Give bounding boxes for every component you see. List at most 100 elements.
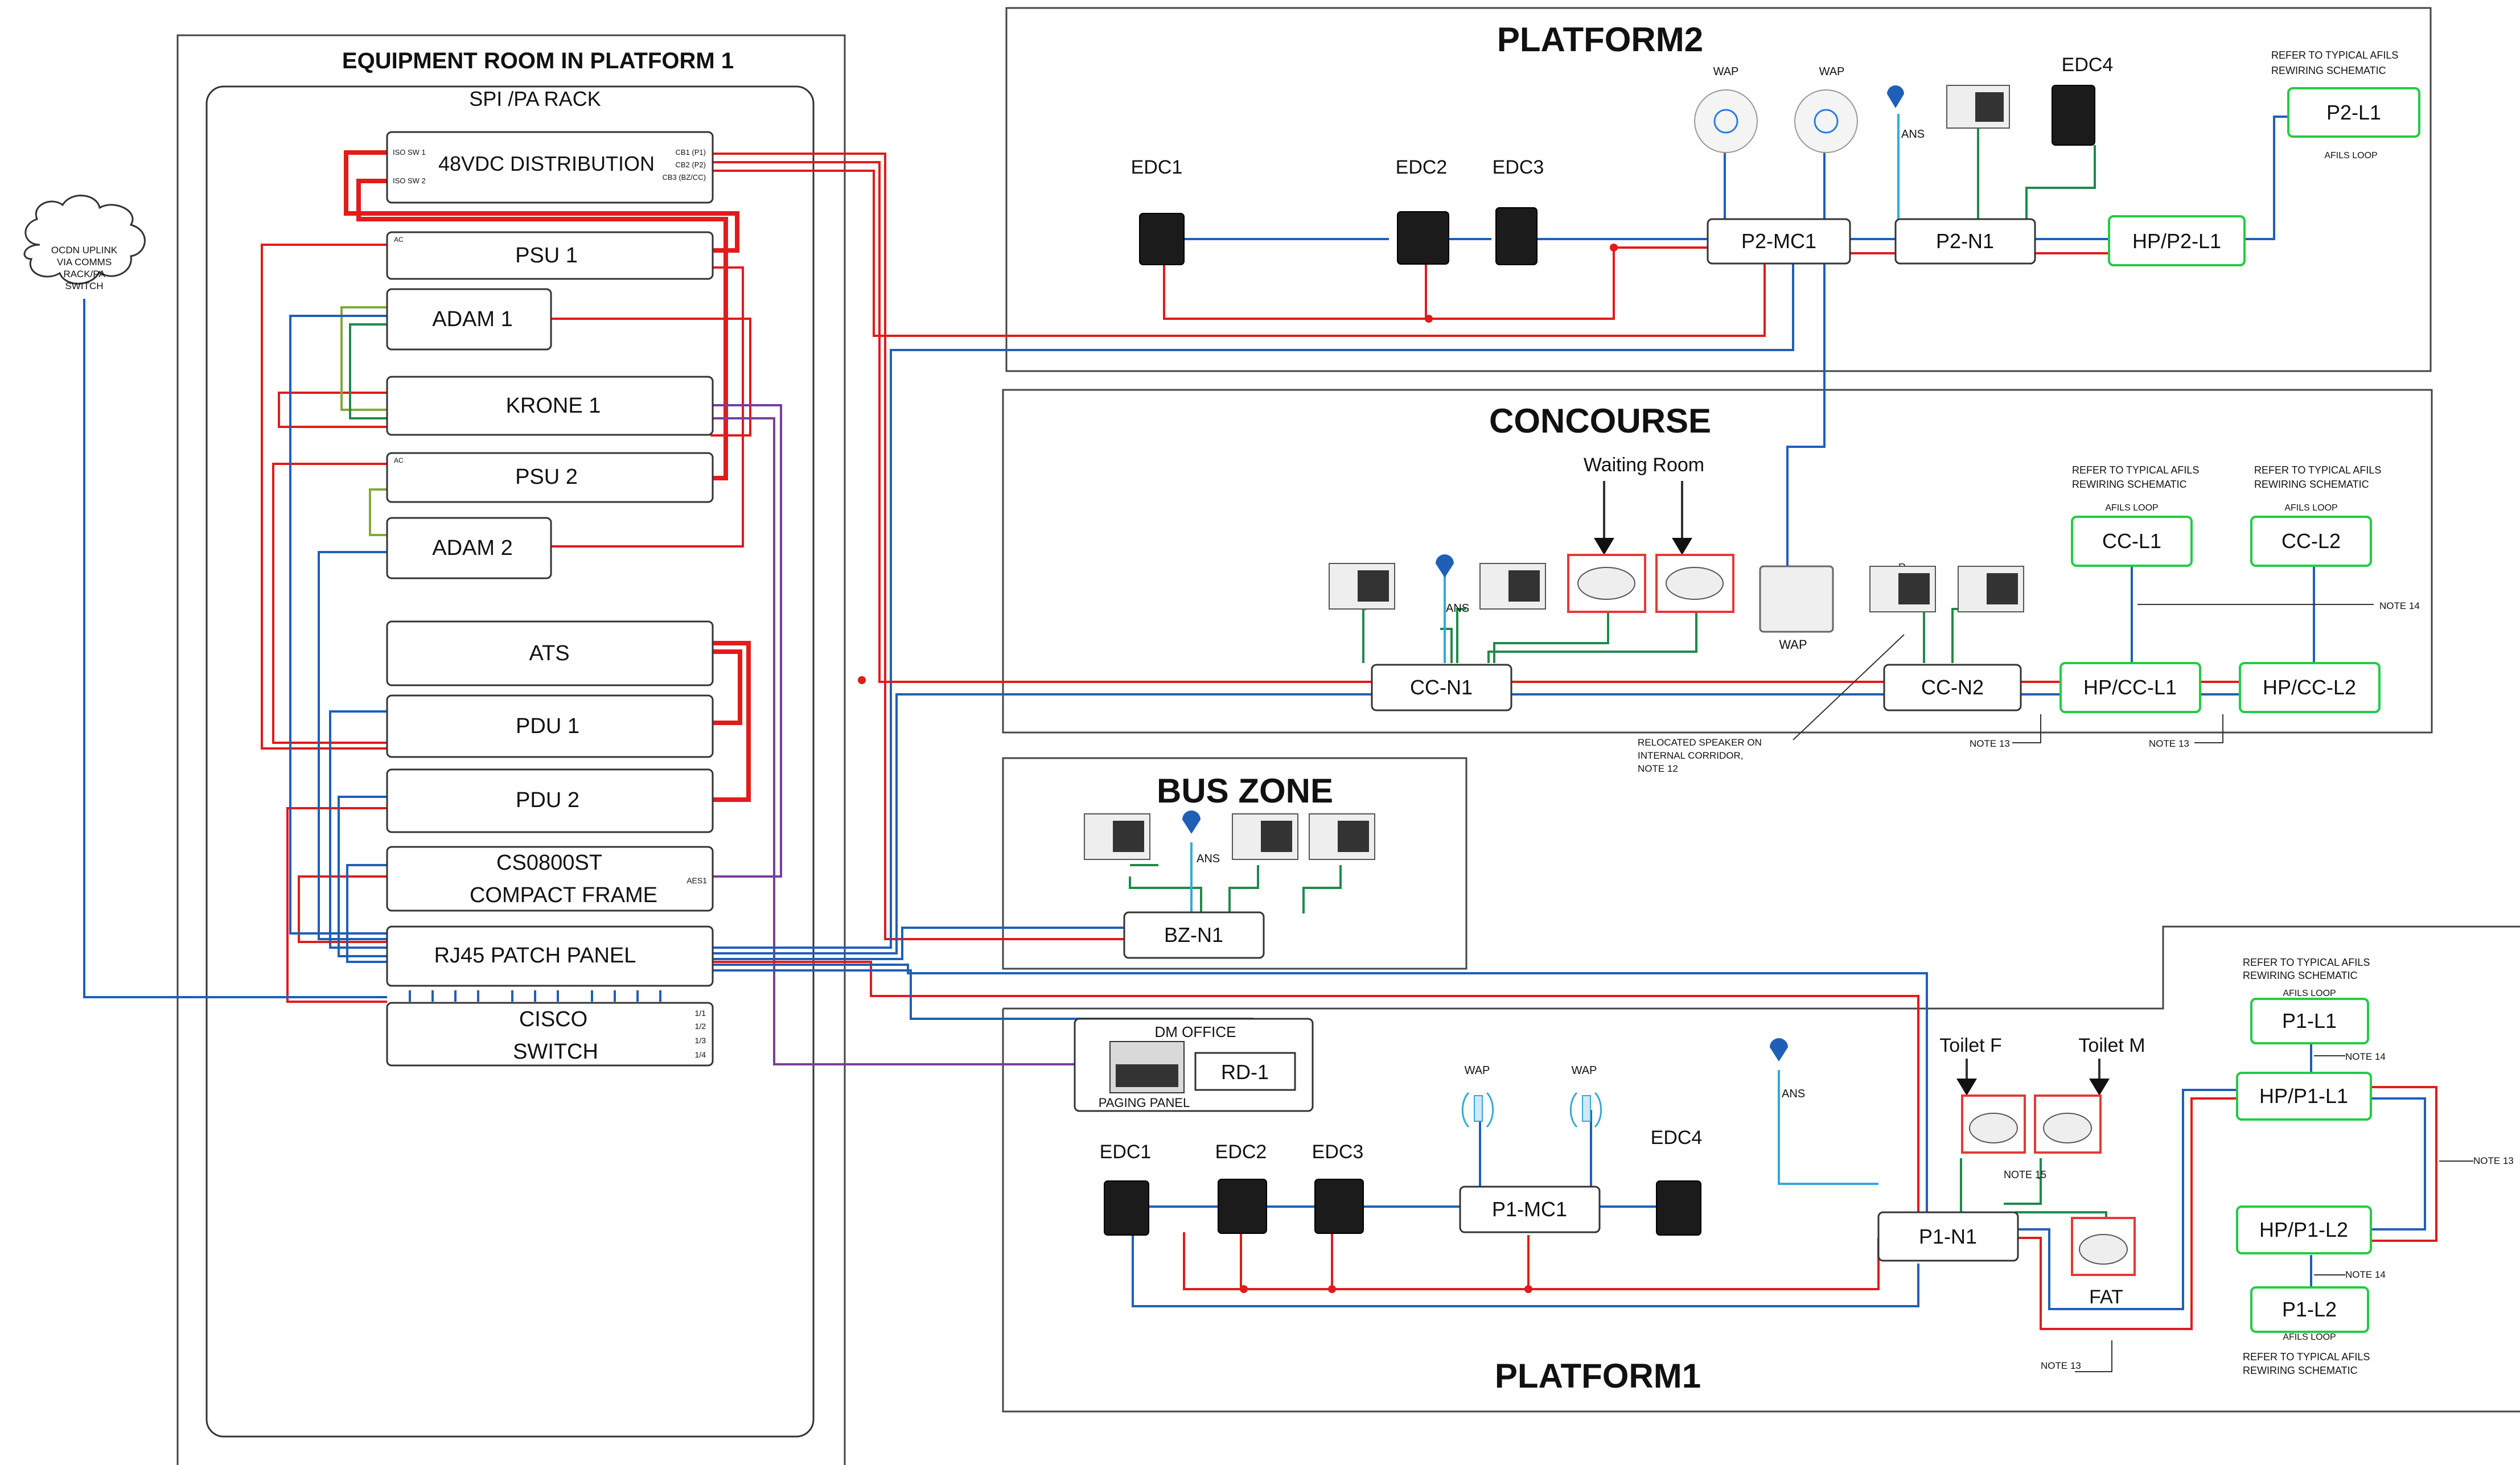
p1-edc1-icon: [1104, 1180, 1149, 1236]
platform2-title: PLATFORM2: [1497, 20, 1703, 59]
p1-afils-power-a: [2018, 1097, 2237, 1330]
psu1: [386, 231, 714, 280]
cc-wap-icon: [1759, 565, 1834, 633]
adam1-feed: [549, 318, 751, 437]
p1-hp-l1-label: HP/P1-L1: [2259, 1084, 2348, 1108]
cc-ans-label: ANS: [1446, 602, 1469, 615]
cb3: CB3 (BZ/CC): [662, 173, 706, 182]
ac-feed-3: [286, 807, 387, 1003]
cc-afils-links: [2131, 566, 2315, 663]
ocdn-line-2: VIA COMMS: [57, 257, 112, 268]
krone-cs-audio: [710, 404, 782, 878]
p1-wap-b-icon: [1569, 1092, 1602, 1128]
p2-power-dot-2: [1610, 244, 1618, 252]
fat-speaker-icon: [2079, 1234, 2128, 1265]
p1-l1: [2250, 998, 2369, 1044]
krone-paging-audio: [710, 417, 1116, 1065]
pdu1: [386, 694, 714, 758]
equipment-room-frame: [176, 34, 846, 1465]
port-1-4: 1/4: [695, 1050, 706, 1059]
p1-ans-link: [1778, 1070, 1878, 1185]
port-1-1: 1/1: [695, 1009, 706, 1018]
cb1: CB1 (P1): [676, 148, 706, 157]
p2-mc1-label: P2-MC1: [1741, 229, 1816, 253]
p1-ans-icon: [1770, 1038, 1788, 1061]
p1-l2: [2250, 1286, 2369, 1333]
rack-data-2: [318, 551, 387, 940]
p1-n1-label: P1-N1: [1919, 1225, 1977, 1248]
cisco-switch: [386, 1002, 714, 1067]
p1-n1: [1877, 1211, 2019, 1262]
bz-speaker-1-grille: [1113, 821, 1144, 852]
ats-label: ATS: [529, 641, 569, 665]
p1-wap-b-label: WAP: [1572, 1064, 1597, 1077]
p2-wap-links: [1724, 145, 1826, 222]
psu1-ac: AC: [394, 236, 404, 244]
p2-horn-speaker-grille: [1975, 92, 2004, 122]
adam1-krone-link: [340, 306, 387, 411]
iso-switch-1: ISO SW 1: [393, 148, 426, 157]
p2-wap-a-label: WAP: [1713, 65, 1739, 78]
p1-power-dot-1: [1240, 1285, 1248, 1293]
p1-edc3-label: EDC3: [1312, 1141, 1364, 1163]
cc-hp-l1-label: HP/CC-L1: [2083, 676, 2177, 699]
p2-edc3-label: EDC3: [1493, 157, 1544, 178]
p1-wap-links: [1479, 1110, 1592, 1187]
p2-note-line1: REFER TO TYPICAL AFILS: [2271, 50, 2398, 61]
p1-afils-data-a: [2018, 1089, 2237, 1310]
adam1: [386, 288, 552, 351]
p2-n1-label: P2-N1: [1936, 229, 1994, 253]
cc-arrowheads: [1594, 538, 1692, 555]
bz-ans-label: ANS: [1197, 853, 1220, 865]
p2-edc2-icon: [1397, 211, 1449, 265]
p2-edc-power: [1163, 246, 1708, 320]
p1-note15: NOTE 15: [2004, 1169, 2046, 1180]
p1-wap-a-icon: [1461, 1092, 1494, 1128]
cc-hp-l2: [2239, 662, 2381, 713]
p2-edc4-label: EDC4: [2062, 54, 2114, 76]
p1-l2-label: P1-L2: [2282, 1298, 2337, 1321]
ats-pdu1-link: [710, 649, 742, 725]
p1-mc1: [1459, 1186, 1601, 1233]
toilet-f-speaker-icon: [1969, 1113, 2018, 1143]
cc-l1: [2071, 516, 2193, 567]
toilet-arrowheads: [1956, 1079, 2110, 1096]
p2-mc1: [1707, 218, 1851, 265]
bus-zone-title: BUS ZONE: [1157, 772, 1333, 810]
adam2: [386, 517, 552, 579]
p1-ans-label: ANS: [1782, 1088, 1805, 1100]
paging-panel-label: PAGING PANEL: [1099, 1096, 1190, 1110]
cc-hp-l1: [2059, 662, 2201, 713]
cisco-label-1: CISCO: [519, 1007, 587, 1031]
cb2: CB2 (P2): [676, 161, 706, 169]
cc-wap-label: WAP: [1779, 637, 1807, 652]
rack-title: SPI /PA RACK: [469, 87, 601, 110]
pdu1-label: PDU 1: [516, 714, 579, 738]
p2-edc1-icon: [1139, 213, 1185, 265]
p1-wap-a-label: WAP: [1465, 1064, 1490, 1077]
cc-l1-note-2: REWIRING SCHEMATIC: [2072, 479, 2187, 490]
cc-speaker-1-grille: [1358, 570, 1389, 602]
data-run-bz: [710, 927, 1130, 960]
port-1-3: 1/3: [695, 1036, 706, 1045]
p1-edc1-label: EDC1: [1100, 1141, 1152, 1163]
p1-edc3-icon: [1314, 1179, 1364, 1234]
p2-wap-a-led: [1713, 109, 1738, 134]
ac-feed-1: [261, 244, 387, 750]
p2-wap-b-led: [1814, 109, 1839, 134]
ocdn-line-4: SWITCH: [65, 281, 103, 291]
p2-edc1-label: EDC1: [1131, 157, 1183, 178]
p2-power-dot: [1425, 315, 1433, 323]
p2-node-chain: [1850, 116, 2288, 240]
cc-l2: [2250, 516, 2372, 567]
p1-data-return: [1132, 1235, 1919, 1307]
cc-n2-speakers: [1901, 608, 1992, 663]
cc-l1-afils: AFILS LOOP: [2105, 503, 2158, 513]
toilet-m-speaker-icon: [2043, 1113, 2092, 1143]
p1-hp-l1: [2236, 1072, 2372, 1121]
ocdn-line-1: OCDN UPLINK: [51, 245, 118, 256]
cc-l1-note-1: REFER TO TYPICAL AFILS: [2072, 464, 2199, 476]
cc-note13-leaders: [2012, 714, 2223, 743]
rd1: [1194, 1052, 1296, 1091]
p1-bottom-note-2: REWIRING SCHEMATIC: [2243, 1365, 2358, 1376]
